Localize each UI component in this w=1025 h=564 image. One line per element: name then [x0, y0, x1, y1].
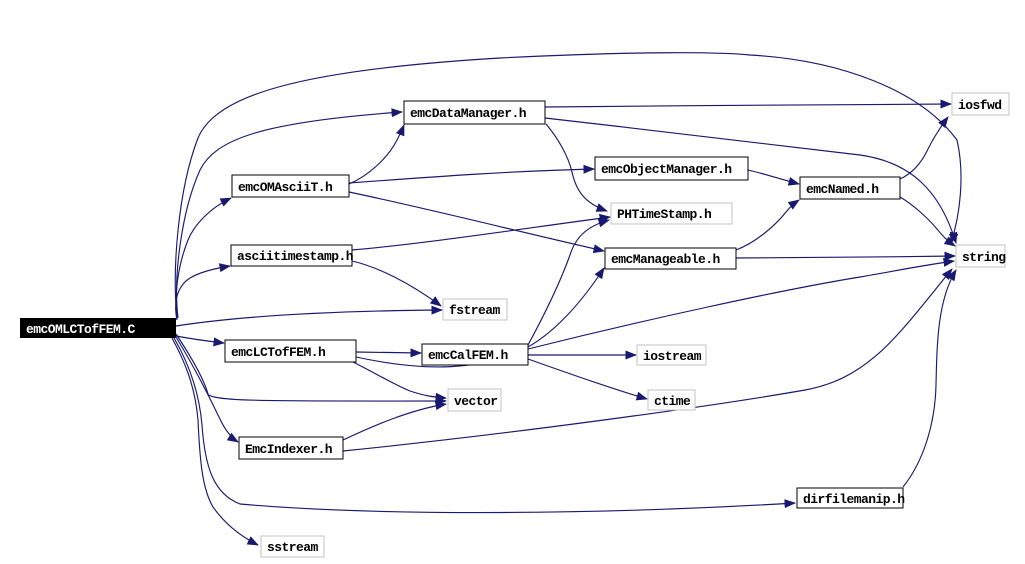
svg-text:emcObjectManager.h: emcObjectManager.h [601, 162, 732, 177]
svg-text:dirfilemanip.h: dirfilemanip.h [803, 492, 905, 507]
svg-text:emcNamed.h: emcNamed.h [806, 182, 879, 197]
svg-text:PHTimeStamp.h: PHTimeStamp.h [617, 207, 712, 222]
svg-text:emcDataManager.h: emcDataManager.h [410, 106, 527, 121]
svg-text:fstream: fstream [449, 303, 501, 318]
svg-text:iosfwd: iosfwd [958, 98, 1002, 113]
svg-text:asciitimestamp.h: asciitimestamp.h [237, 249, 354, 264]
svg-text:emcOMLCTofFEM.C: emcOMLCTofFEM.C [26, 322, 136, 337]
svg-text:vector: vector [454, 394, 498, 409]
svg-text:emcLCTofFEM.h: emcLCTofFEM.h [231, 345, 326, 360]
svg-text:iostream: iostream [643, 349, 702, 364]
svg-text:ctime: ctime [654, 394, 691, 409]
svg-text:emcManageable.h: emcManageable.h [611, 252, 721, 267]
svg-text:string: string [962, 250, 1006, 265]
svg-text:sstream: sstream [267, 540, 319, 555]
svg-text:emcCalFEM.h: emcCalFEM.h [428, 348, 509, 363]
svg-text:emcOMAsciiT.h: emcOMAsciiT.h [238, 180, 333, 195]
svg-text:EmcIndexer.h: EmcIndexer.h [245, 442, 333, 457]
